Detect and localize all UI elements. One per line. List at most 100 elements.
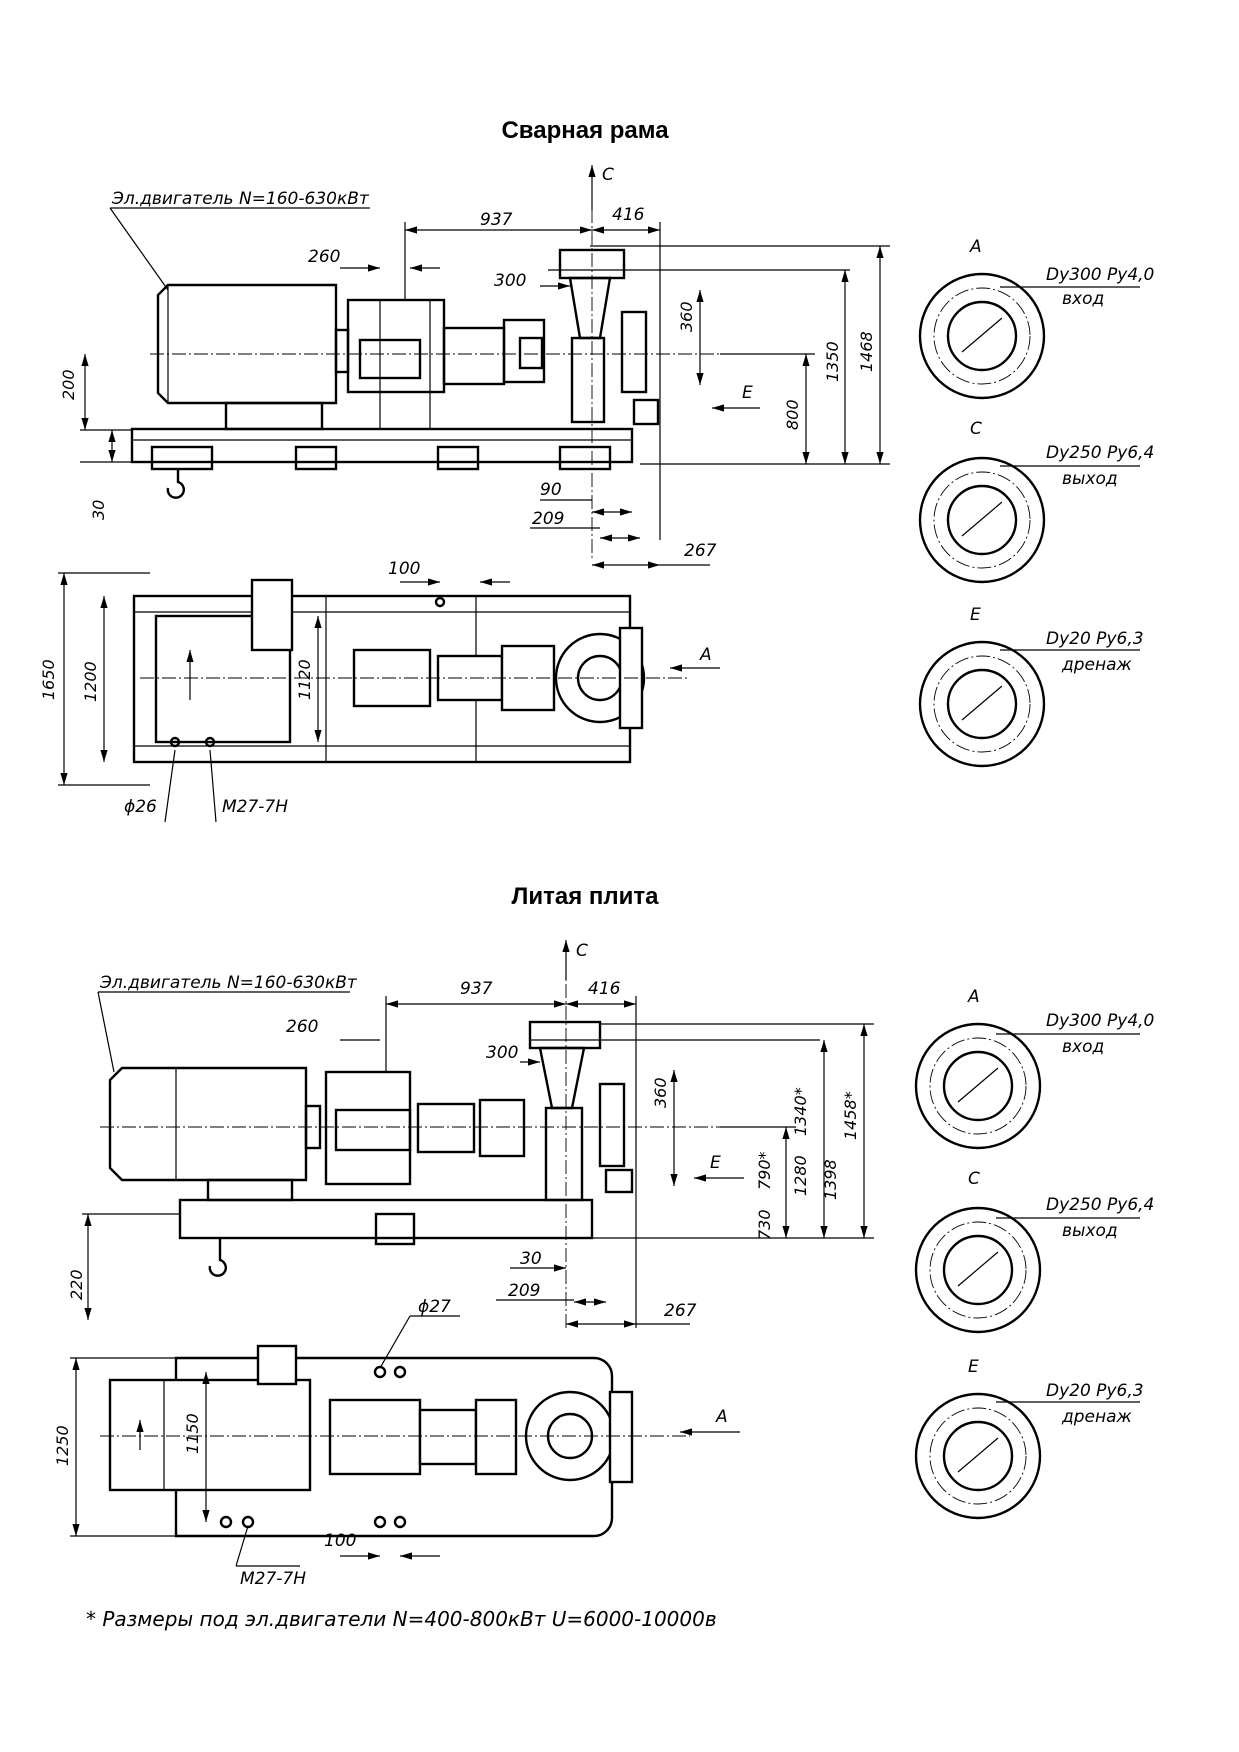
dim-267: 267	[664, 1301, 697, 1321]
plan-view: A 1650 1200 1120 100 ϕ26 M27-7H	[39, 559, 720, 823]
flange-view-A: A Dy300 Py4,0 вход	[918, 237, 1154, 400]
dim-260: 260	[286, 1017, 318, 1037]
hole-diameter-label: ϕ27	[418, 1297, 451, 1317]
dim-260: 260	[308, 247, 340, 267]
bearing-housing	[416, 1102, 476, 1154]
view-e-label: E	[742, 383, 753, 403]
hole-diameter-label: ϕ26	[124, 797, 157, 817]
cast-plate-base	[178, 1198, 594, 1240]
flange-spec: Dy300 Py4,0	[1046, 265, 1154, 285]
flange-spec: Dy300 Py4,0	[1046, 1011, 1154, 1031]
flange-view-A: A Dy300 Py4,0 вход	[914, 987, 1154, 1150]
flange-purpose: выход	[1062, 1221, 1118, 1241]
pump-volute-plan	[554, 632, 646, 724]
dim-937: 937	[460, 979, 493, 999]
pump-body-side	[528, 940, 634, 1330]
flange-view-C: C Dy250 Py6,4 выход	[914, 1169, 1154, 1334]
pump-bearing	[478, 1098, 526, 1158]
flange-purpose: дренаж	[1061, 655, 1133, 675]
coupling	[334, 1108, 412, 1152]
flange-view-label: C	[970, 419, 982, 439]
dim-1458: 1458*	[841, 1091, 860, 1140]
flange-view-E: E Dy20 Py6,3 дренаж	[918, 605, 1144, 768]
plan-view: A 1250 1150 ϕ27 M27-7H 100	[53, 1297, 740, 1589]
motor-side	[156, 283, 350, 431]
lifting-hook	[166, 470, 185, 499]
flange-purpose: вход	[1062, 289, 1104, 309]
terminal-box	[250, 578, 294, 652]
dim-800: 800	[783, 399, 802, 430]
dim-790: 790*	[755, 1151, 774, 1190]
flange-spec: Dy20 Py6,3	[1046, 1381, 1144, 1401]
flange-view-E: E Dy20 Py6,3 дренаж	[914, 1357, 1144, 1520]
dim-937: 937	[480, 210, 513, 230]
pump-body-side	[558, 165, 660, 560]
dim-30: 30	[520, 1249, 542, 1269]
section-cast-plate: Литая плита Эл.двигатель N=160-630кВт C	[53, 883, 1154, 1589]
dim-220: 220	[67, 1269, 86, 1300]
view-e-label: E	[710, 1153, 721, 1173]
pump-bearing	[502, 318, 546, 384]
view-c-label: C	[576, 941, 588, 961]
terminal-box	[256, 1344, 298, 1386]
dim-1150: 1150	[183, 1413, 202, 1454]
dim-360: 360	[651, 1077, 670, 1108]
dim-100: 100	[324, 1531, 356, 1551]
motor-label: Эл.двигатель N=160-630кВт	[111, 189, 370, 209]
frame-lug	[150, 445, 214, 471]
dim-1340: 1340*	[791, 1087, 810, 1136]
dim-1650: 1650	[39, 659, 58, 700]
frame-lug	[436, 445, 480, 471]
dim-1350: 1350	[823, 341, 842, 382]
view-a-label: A	[699, 645, 712, 665]
motor-label: Эл.двигатель N=160-630кВт	[99, 973, 358, 993]
flange-view-label: E	[970, 605, 981, 625]
dim-90: 90	[540, 480, 562, 500]
coupling	[358, 338, 422, 380]
side-view: Эл.двигатель N=160-630кВт C E 937 416 26…	[67, 940, 874, 1330]
motor-side	[108, 1066, 322, 1202]
view-c-label: C	[602, 165, 614, 185]
dim-360: 360	[677, 301, 696, 332]
dim-300: 300	[494, 271, 526, 291]
dim-100: 100	[388, 559, 420, 579]
footnote: * Размеры под эл.двигатели N=400-800кВт …	[86, 1607, 717, 1631]
flange-view-label: E	[968, 1357, 979, 1377]
flange-purpose: выход	[1062, 469, 1118, 489]
flange-view-label: A	[967, 987, 980, 1007]
dim-300: 300	[486, 1043, 518, 1063]
section-title: Литая плита	[512, 883, 660, 910]
dim-209: 209	[508, 1281, 540, 1301]
coupling-guard	[324, 1070, 412, 1186]
thread-label: M27-7H	[240, 1569, 306, 1589]
frame-lug	[294, 445, 338, 471]
dim-730: 730	[755, 1209, 774, 1240]
cast-plate-plan	[174, 1356, 614, 1538]
dim-1200: 1200	[81, 661, 100, 702]
flange-spec: Dy250 Py6,4	[1046, 443, 1154, 463]
base-frame	[130, 427, 634, 464]
flange-spec: Dy20 Py6,3	[1046, 629, 1144, 649]
flange-view-label: C	[968, 1169, 980, 1189]
dim-1250: 1250	[53, 1425, 72, 1466]
lifting-hook	[208, 1238, 227, 1277]
dim-1120: 1120	[295, 659, 314, 700]
thread-label: M27-7H	[222, 797, 288, 817]
dim-267: 267	[684, 541, 717, 561]
flange-spec: Dy250 Py6,4	[1046, 1195, 1154, 1215]
dim-200: 200	[59, 369, 78, 400]
motor-plan	[108, 1378, 312, 1492]
view-a-label: A	[715, 1407, 728, 1427]
dim-416: 416	[588, 979, 621, 999]
flange-purpose: дренаж	[1061, 1407, 1133, 1427]
dim-30: 30	[89, 500, 108, 520]
dim-1280: 1280	[791, 1155, 810, 1196]
bearing-housing	[442, 326, 506, 386]
frame-lug	[558, 445, 612, 471]
flange-purpose: вход	[1062, 1037, 1104, 1057]
dim-416: 416	[612, 205, 645, 225]
dim-209: 209	[532, 509, 564, 529]
dim-1468: 1468	[857, 331, 876, 372]
flange-view-C: C Dy250 Py6,4 выход	[918, 419, 1154, 584]
